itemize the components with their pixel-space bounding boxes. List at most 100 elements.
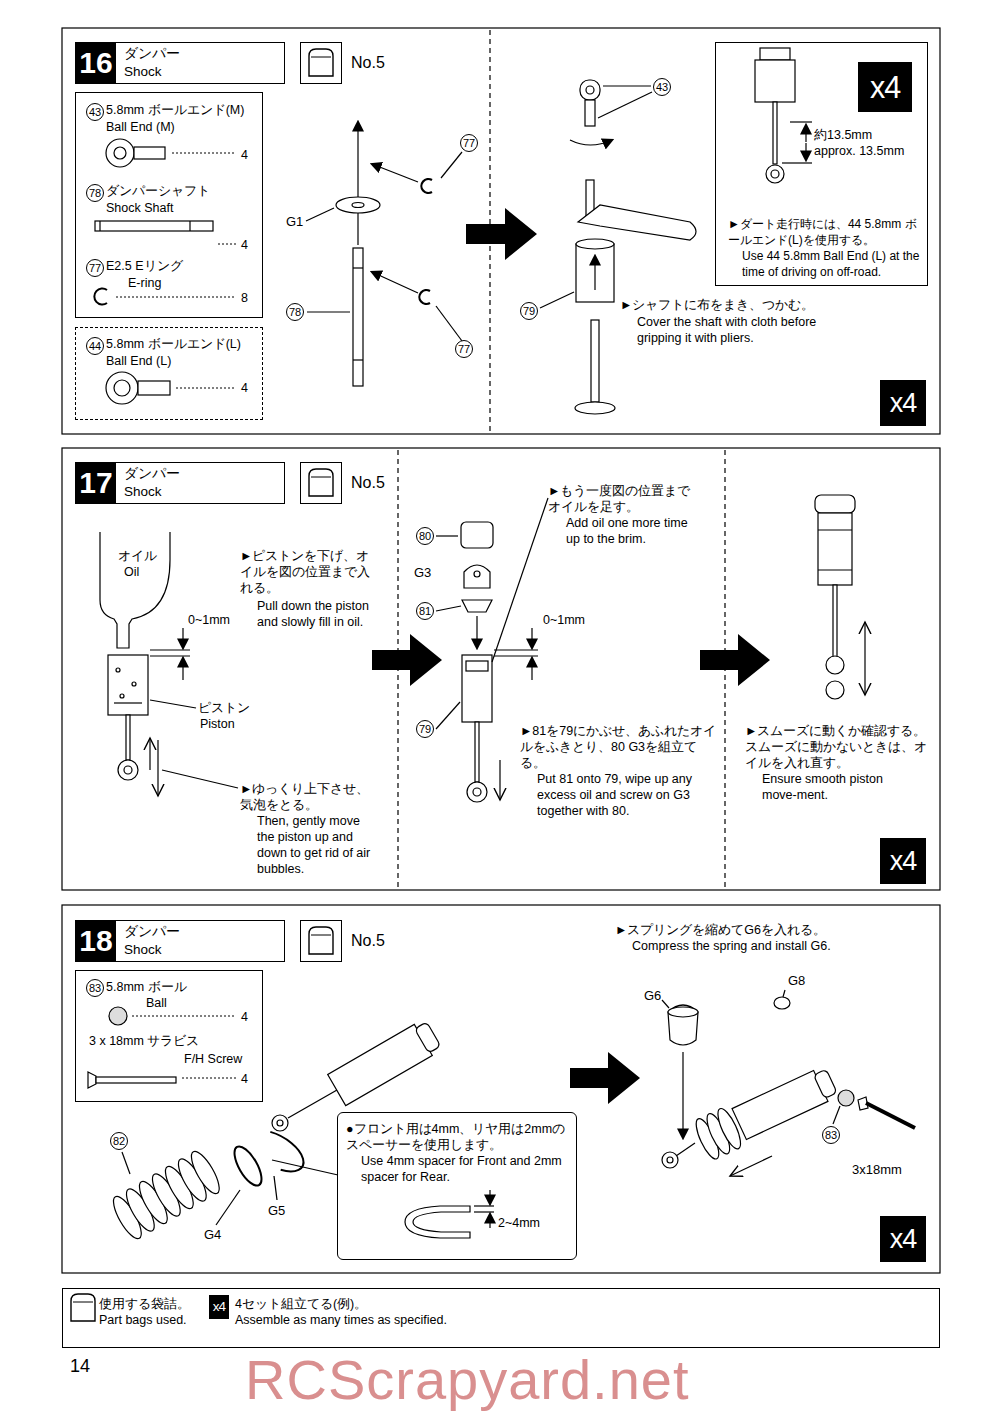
detail-inset: 約13.5mmapprox. 13.5mm ►ダート走行時には、44 5.8mm … [715, 42, 928, 286]
watermark: RCScrapyard.net [245, 1352, 690, 1408]
callout-number: 77 [460, 134, 478, 152]
node-text: E2.5 Eリング [106, 258, 183, 274]
page-number: 14 [70, 1358, 90, 1374]
label-text: Pull down the piston and slowly fill in … [257, 598, 379, 630]
label-text: ►スムーズに動くか確認する。スムーズに動かないときは、オイルを入れ直す。 [745, 723, 937, 771]
node-text: Ball [146, 995, 167, 1011]
node-text: 8 [241, 290, 248, 306]
node-text: 17 [76, 464, 116, 502]
node-text: 5.8mm ボールエンド(M) [106, 102, 244, 118]
node-text: Shock [124, 484, 162, 500]
callout-number: 79 [520, 302, 538, 320]
callout-number: 43 [86, 103, 104, 121]
node-text: 4 [241, 237, 248, 253]
label-text: ►ゆっくり上下させ、気泡をとる。 [240, 781, 382, 813]
repeat-badge: x4 [880, 380, 926, 426]
node-text: ダンパー [124, 46, 180, 62]
label-text: Add oil one more time up to the brim. [566, 515, 690, 547]
label-text: オイル [118, 548, 157, 564]
node-text: Shock Shaft [106, 200, 173, 216]
legend-box: 使用する袋詰。Part bags used. 4セット組立てる(例)。Assemb… [62, 1288, 940, 1348]
label-text: G5 [268, 1203, 285, 1219]
label-text: Cover the shaft with cloth before grippi… [637, 314, 842, 346]
callout-number: 78 [86, 184, 104, 202]
node-text: F/H Screw [184, 1051, 242, 1067]
label-text: G8 [788, 973, 805, 989]
node-text: Part bags used. [99, 1312, 187, 1328]
label-text: 0~1mm [188, 612, 230, 628]
node-text: ●フロント用は4mm、リヤ用は2mmのスペーサーを使用します。 [346, 1121, 572, 1153]
node-text: 使用する袋詰。 [99, 1296, 190, 1312]
node-text: Shock [124, 64, 162, 80]
node-text: ►ダート走行時には、44 5.8mm ボールエンド(L)を使用する。 [728, 216, 924, 248]
node-text: No.5 [351, 475, 385, 491]
node-text: x4 [880, 838, 926, 884]
label-text: G6 [644, 988, 661, 1004]
label-text: ►シャフトに布をまき、つかむ。 [620, 297, 895, 313]
node-text: 4 [241, 1009, 248, 1025]
node-text: Use 4mm spacer for Front and 2mm spacer … [361, 1153, 571, 1185]
node-text: x4 [880, 380, 926, 426]
node-text: x4 [858, 62, 912, 112]
node-text: Assemble as many times as specified. [235, 1312, 447, 1328]
node-text: 約13.5mm [814, 127, 872, 143]
label-text: ►ピストンを下げ、オイルを図の位置まで入れる。 [240, 548, 378, 596]
callout-number: 44 [86, 337, 104, 355]
node-text: x4 [880, 1216, 926, 1262]
node-text: 3 x 18mm サラビス [89, 1033, 199, 1049]
callout-number: 83 [822, 1126, 840, 1144]
node-text: 4 [241, 1071, 248, 1087]
repeat-badge: x4 [209, 1295, 229, 1319]
callout-number: 43 [653, 78, 671, 96]
node-text: ダンパー [124, 924, 180, 940]
label-text: G3 [414, 565, 431, 581]
label-text: Piston [200, 716, 235, 732]
node-text: 4セット組立てる(例)。 [235, 1296, 367, 1312]
label-text: ►81を79にかぶせ、あふれたオイルをふきとり、80 G3を組立てる。 [520, 723, 720, 771]
node-text: Shock [124, 942, 162, 958]
label-text: Compress the spring and install G6. [632, 938, 894, 954]
step-header: 16 ダンパー Shock [75, 42, 285, 84]
option-parts-box: 445.8mm ボールエンド(L)Ball End (L) 4 [75, 327, 263, 420]
label-text: ピストン [198, 700, 250, 716]
node-text: 5.8mm ボール [106, 979, 187, 995]
parts-box: 835.8mm ボールBall43 x 18mm サラビスF/H Screw4 [75, 970, 263, 1102]
parts-box: 435.8mm ボールエンド(M)Ball End (M) 4 78ダンパーシャフト… [75, 92, 263, 318]
label-text: Ensure smooth piston move-ment. [762, 771, 914, 803]
node-text: 4 [241, 380, 248, 396]
node-text: 16 [76, 44, 116, 82]
node-text: ダンパーシャフト [106, 183, 210, 199]
node-text: 2~4mm [498, 1215, 540, 1231]
node-text: 5.8mm ボールエンド(L) [106, 336, 241, 352]
label-text: 0~1mm [543, 612, 585, 628]
label-text: Oil [124, 564, 139, 580]
repeat-badge: x4 [858, 62, 912, 112]
callout-number: 82 [110, 1132, 128, 1150]
node-text: x4 [209, 1295, 229, 1319]
part-bag: No.5 [300, 920, 342, 962]
spacer-note: ●フロント用は4mm、リヤ用は2mmのスペーサーを使用します。Use 4mm s… [337, 1112, 577, 1260]
node-text: No.5 [351, 933, 385, 949]
callout-number: 77 [455, 340, 473, 358]
node-text: Use 44 5.8mm Ball End (L) at the time of… [742, 248, 924, 280]
repeat-badge: x4 [880, 1216, 926, 1262]
node-text: Ball End (L) [106, 353, 171, 369]
label-text: Then, gently move the piston up and down… [257, 813, 377, 877]
callout-number: 81 [416, 602, 434, 620]
repeat-badge: x4 [880, 838, 926, 884]
callout-number: 80 [416, 527, 434, 545]
node-text: No.5 [351, 55, 385, 71]
label-text: Put 81 onto 79, wipe up any excess oil a… [537, 771, 719, 819]
node-text: ダンパー [124, 466, 180, 482]
step-header: 17 ダンパー Shock [75, 462, 285, 504]
label-text: ►もう一度図の位置までオイルを足す。 [548, 483, 700, 515]
label-text: 3x18mm [852, 1162, 902, 1178]
node-text: Ball End (M) [106, 119, 175, 135]
label-text: G4 [204, 1227, 221, 1243]
label-text: G1 [286, 214, 303, 230]
callout-number: 79 [416, 720, 434, 738]
label-text: ►スプリングを縮めてG6を入れる。 [615, 922, 877, 938]
node-text: approx. 13.5mm [814, 143, 904, 159]
node-text: 4 [241, 147, 248, 163]
